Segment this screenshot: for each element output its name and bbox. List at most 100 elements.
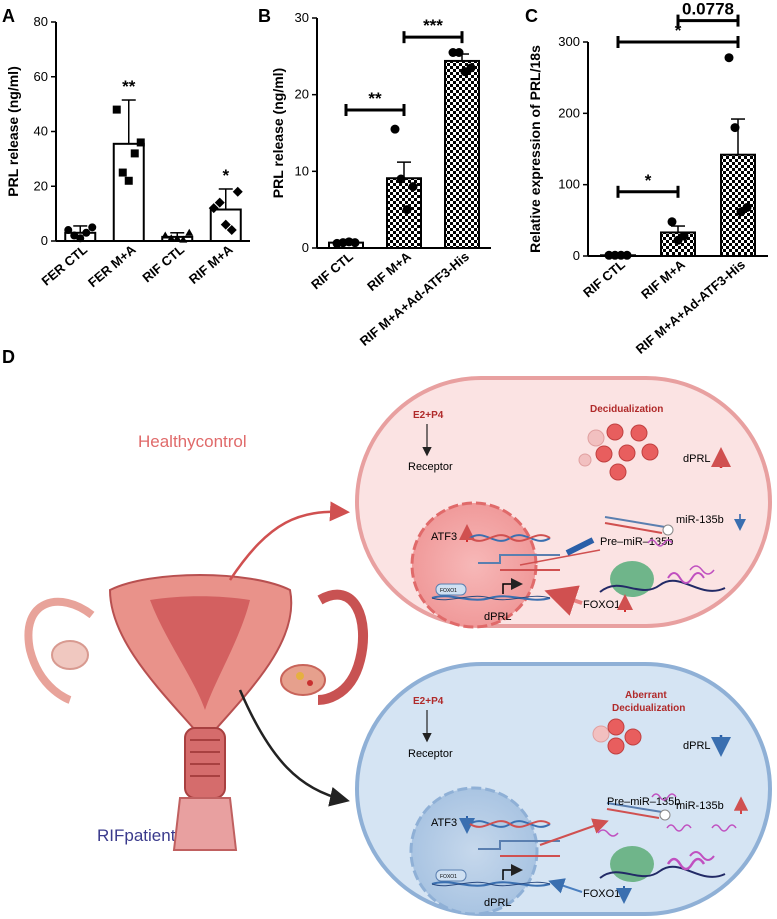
data-point	[454, 48, 464, 57]
mirna-icon	[666, 824, 692, 832]
data-point	[390, 124, 400, 134]
foxo1-protein-icon	[435, 583, 467, 596]
data-point	[173, 234, 182, 242]
rif-atf3-label: ATF3	[431, 817, 457, 829]
healthy-nucleus	[410, 501, 538, 629]
data-point	[402, 205, 412, 215]
transcript-icon	[478, 554, 560, 564]
mrna-icon	[599, 579, 726, 593]
y-tick-label: 10	[295, 163, 309, 178]
vagina	[172, 797, 238, 851]
panel-letter-b: B	[258, 6, 271, 26]
category-label: RIF M+A	[364, 248, 414, 294]
data-point	[161, 231, 170, 239]
healthy-foxo1-small-label: FOXO1	[440, 588, 457, 594]
rif-connector-arrow	[238, 689, 350, 807]
healthy-hormone-label: E2+P4	[413, 410, 444, 421]
y-axis-label: PRL release (ng/ml)	[270, 68, 286, 198]
healthy-connector-arrow	[228, 501, 350, 581]
data-point	[136, 138, 145, 147]
ribosome-icon	[610, 561, 654, 597]
y-tick-label: 20	[34, 178, 48, 193]
healthy-foxo1-label: FOXO1	[583, 599, 620, 611]
healthy-premir-label: Pre–miR–135b	[600, 536, 673, 548]
transcript-icon	[519, 549, 601, 566]
rif-receptor-label: Receptor	[408, 748, 453, 760]
transcript-icon	[478, 840, 560, 850]
data-point	[118, 168, 127, 177]
rif-mir-label: miR-135b	[676, 800, 724, 812]
promoter-arrow-icon	[502, 578, 523, 594]
panel-letter-c: C	[525, 6, 538, 26]
rif-title-line1: Aberrant	[625, 690, 667, 701]
mirna-icon	[647, 539, 673, 547]
rif-foxo1-small-label: FOXO1	[440, 874, 457, 880]
healthy-dprl-gene-label: dPRL	[484, 611, 512, 623]
data-point	[76, 234, 85, 243]
y-tick-label: 100	[558, 177, 580, 192]
healthy-control-label: Healthycontrol	[138, 432, 247, 451]
category-label: RIF M+A+Ad-ATF3-His	[357, 249, 472, 349]
mrna-icon	[599, 865, 726, 879]
follicle-icon	[296, 672, 304, 680]
y-tick-label: 60	[34, 69, 48, 84]
category-label: RIF M+A	[186, 241, 236, 287]
category-label: FER CTL	[38, 242, 90, 289]
rif-dprl-label: dPRL	[683, 740, 711, 752]
category-label: RIF CTL	[308, 249, 356, 293]
data-point	[724, 53, 734, 63]
panel-d-diagram: Healthycontrol RIFpatients E2+P4 Recepto…	[24, 376, 772, 916]
y-tick-label: 20	[295, 87, 309, 102]
mirna-icon	[711, 824, 737, 832]
premir-arrow	[539, 818, 609, 846]
healthy-atf3-label: ATF3	[431, 531, 457, 543]
mirna-icon	[689, 565, 715, 575]
dna-helix-icon	[469, 820, 551, 828]
foxo1-protein-icon	[435, 869, 467, 882]
endometrium	[150, 596, 250, 710]
data-point	[185, 228, 194, 236]
y-tick-label: 0	[573, 248, 580, 263]
cervix-rings	[190, 739, 220, 777]
mirna-icon	[689, 851, 715, 861]
bar	[112, 142, 145, 243]
pre-mir-hairpin-icon	[606, 802, 663, 813]
category-label: FER M+A	[85, 241, 139, 290]
y-axis-label: PRL release (ng/ml)	[5, 66, 21, 196]
data-point	[408, 182, 418, 192]
right-fallopian-tube	[317, 589, 368, 705]
bracket-label: **	[368, 89, 382, 108]
data-point	[622, 250, 632, 260]
foxo1-arrow	[544, 585, 583, 616]
rif-dprl-gene-label: dPRL	[484, 897, 512, 909]
y-tick-label: 200	[558, 105, 580, 120]
rif-title-line2: Decidualization	[612, 703, 685, 714]
mirna-icon	[597, 829, 619, 837]
pre-mir-hairpin-icon	[606, 808, 660, 819]
data-point	[350, 238, 360, 248]
foxo1-arrow	[548, 878, 583, 894]
y-tick-label: 300	[558, 34, 580, 49]
y-tick-label: 30	[295, 10, 309, 25]
rif-premir-label: Pre–miR–135b	[607, 796, 680, 808]
data-point	[82, 228, 91, 237]
healthy-title: Decidualization	[590, 404, 663, 415]
prl-granules	[592, 718, 642, 755]
data-point	[730, 123, 740, 133]
y-tick-label: 40	[34, 124, 48, 139]
right-ovary	[280, 664, 326, 696]
data-point	[214, 197, 225, 208]
data-point	[220, 219, 231, 230]
significance-label: *	[222, 166, 229, 185]
mirna-icon	[651, 793, 677, 801]
data-point	[124, 176, 133, 185]
y-tick-label: 0	[41, 233, 48, 248]
healthy-receptor-label: Receptor	[408, 461, 453, 473]
healthy-mir-label: miR-135b	[676, 514, 724, 526]
uterus-illustration	[24, 574, 368, 851]
panel-letter-a: A	[2, 6, 15, 26]
bracket-label: ***	[423, 16, 443, 35]
